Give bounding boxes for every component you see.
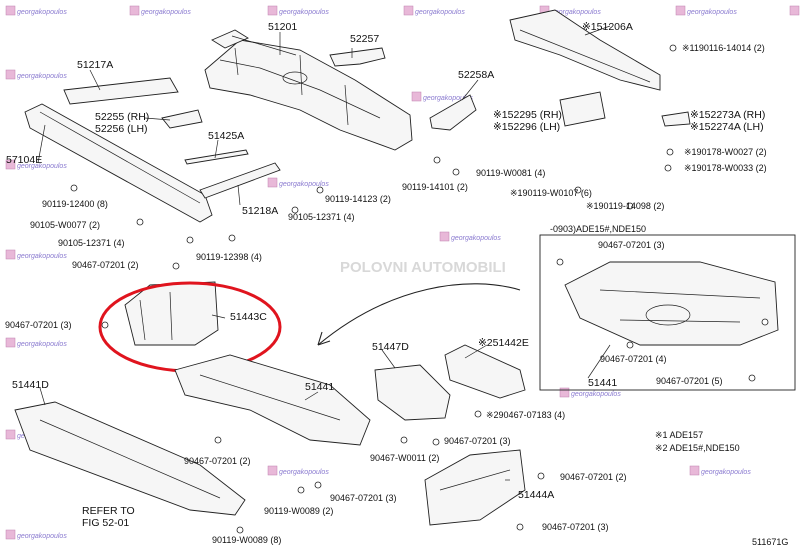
label-51444a: 51444A — [518, 489, 554, 501]
label-51441: 51441 — [305, 381, 334, 393]
svg-text:georgakopoulos: georgakopoulos — [701, 469, 751, 476]
bolt-label: 90119-12400 (8) — [42, 199, 108, 209]
cover-51443c — [124, 281, 219, 346]
label-51441d: 51441D — [12, 379, 49, 391]
bar-51425a — [184, 149, 249, 165]
svg-text:georgakopoulos: georgakopoulos — [279, 469, 329, 476]
svg-text:georgakopoulos: georgakopoulos — [279, 181, 329, 188]
svg-text:georgakopoulos: georgakopoulos — [687, 9, 737, 16]
label-52258a: 52258A — [458, 69, 494, 81]
cover-51442e — [444, 344, 526, 399]
watermark-text: georgakopoulos — [17, 9, 67, 16]
watermark-layer: georgakopoulos georgakopoulos georgakopo… — [5, 5, 800, 540]
bolt-label: 90119-14101 (2) — [402, 182, 468, 192]
svg-text:georgakopoulos: georgakopoulos — [141, 9, 191, 16]
label-51441-inset: 51441 — [588, 377, 617, 389]
bolt-label: ※190178-W0033 (2) — [684, 163, 767, 173]
bolt-label: 90467-07201 (5) — [656, 376, 723, 386]
svg-text:georgakopoulos: georgakopoulos — [415, 9, 465, 16]
member-57104e — [24, 103, 213, 223]
bolt-label: 90467-07201 (2) — [72, 260, 139, 270]
bracket-52257 — [329, 47, 386, 67]
bolt-label: 90119-W0081 (4) — [476, 168, 545, 178]
label-51425a: 51425A — [208, 130, 244, 142]
bolt-label: 90467-07201 (3) — [444, 436, 511, 446]
label-52256: 52256 (LH) — [95, 123, 148, 135]
label-57104e: 57104E — [6, 154, 42, 166]
label-51442e: ※251442E — [478, 337, 529, 349]
undercover-51441 — [174, 354, 371, 446]
bolt-label: ※1190116-14014 (2) — [682, 43, 765, 53]
svg-text:georgakopoulos: georgakopoulos — [279, 9, 329, 16]
bolt-label: ※190119-W0107 (6) — [510, 188, 592, 198]
svg-text:georgakopoulos: georgakopoulos — [17, 73, 67, 80]
bolt-label: 90105-W0077 (2) — [30, 220, 100, 230]
label-51217a: 51217A — [77, 59, 113, 71]
bolt-label: 90467-W0011 (2) — [370, 453, 439, 463]
svg-text:georgakopoulos: georgakopoulos — [551, 9, 601, 16]
label-152295: ※152295 (RH) — [493, 109, 562, 121]
label-151206a: ※151206A — [582, 21, 633, 33]
svg-text:georgakopoulos: georgakopoulos — [17, 341, 67, 348]
label-152274a: ※152274A (LH) — [690, 121, 764, 133]
crossmember-51201 — [204, 29, 413, 151]
label-51443c: 51443C — [230, 311, 267, 323]
bolt-label: 90467-07201 (3) — [542, 522, 609, 532]
bracket-52255 — [161, 109, 203, 129]
svg-text:georgakopoulos: georgakopoulos — [17, 163, 67, 170]
undercover-51441-inset — [564, 261, 779, 346]
svg-text:georgakopoulos: georgakopoulos — [451, 235, 501, 242]
svg-text:georgakopoulos: georgakopoulos — [17, 253, 67, 260]
label-152273a: ※152273A (RH) — [690, 109, 765, 121]
bolt-label: 90467-07201 (3) — [5, 320, 72, 330]
svg-text:georgakopoulos: georgakopoulos — [17, 533, 67, 540]
bolt-label: ※290467-07183 (4) — [486, 410, 565, 420]
cover-51447d — [374, 364, 451, 421]
leader-lines — [37, 25, 611, 481]
bolt-label: 90119-14123 (2) — [325, 194, 391, 204]
svg-text:georgakopoulos: georgakopoulos — [571, 391, 621, 398]
rear-crossmember-151206a — [509, 9, 691, 127]
inset-note: -0903)ADE15#,NDE150 — [550, 224, 646, 234]
footnote-2: ※2 ADE15#,NDE150 — [655, 443, 740, 453]
bolt-label: 90467-07201 (3) — [330, 493, 397, 503]
label-152296: ※152296 (LH) — [493, 121, 560, 133]
bar-51218a — [199, 162, 281, 199]
bolt-label: 90467-07201 (2) — [184, 456, 251, 466]
bolt-label: 90467-07201 (2) — [560, 472, 627, 482]
footnote-1: ※1 ADE157 — [655, 430, 703, 440]
bolt-label: 90119-W0089 (2) — [264, 506, 333, 516]
bolt-label: 90467-07201 (3) — [598, 240, 665, 250]
reinforcement-51217a — [63, 77, 179, 105]
bolt-label: 90119-12398 (4) — [196, 252, 262, 262]
refer-line-2: FIG 52-01 — [82, 517, 129, 529]
bolt-label: 90119-W0089 (8) — [212, 535, 281, 545]
diagram-code: 511671G — [752, 537, 788, 547]
bolt-label: 90105-12371 (4) — [288, 212, 355, 222]
label-51201: 51201 — [268, 21, 297, 33]
label-52255: 52255 (RH) — [95, 111, 149, 123]
label-51218a: 51218A — [242, 205, 278, 217]
assembly-arrow — [317, 283, 521, 346]
inset-box — [539, 234, 796, 391]
bolt-label: ※190119-14098 (2) — [586, 201, 664, 211]
bolt-label: ※190178-W0027 (2) — [684, 147, 767, 157]
refer-line-1: REFER TO — [82, 505, 135, 517]
bolt-markers — [70, 44, 769, 534]
label-51447d: 51447D — [372, 341, 409, 353]
bolt-label: 90467-07201 (4) — [600, 354, 667, 364]
cover-51444a — [424, 449, 526, 526]
svg-text:georgakopoulos: georgakopoulos — [423, 95, 473, 102]
label-52257: 52257 — [350, 33, 379, 45]
brand-watermark: POLOVNI AUTOMOBILI — [340, 259, 506, 276]
undercover-51441d — [14, 401, 246, 516]
bolt-label: 90105-12371 (4) — [58, 238, 125, 248]
